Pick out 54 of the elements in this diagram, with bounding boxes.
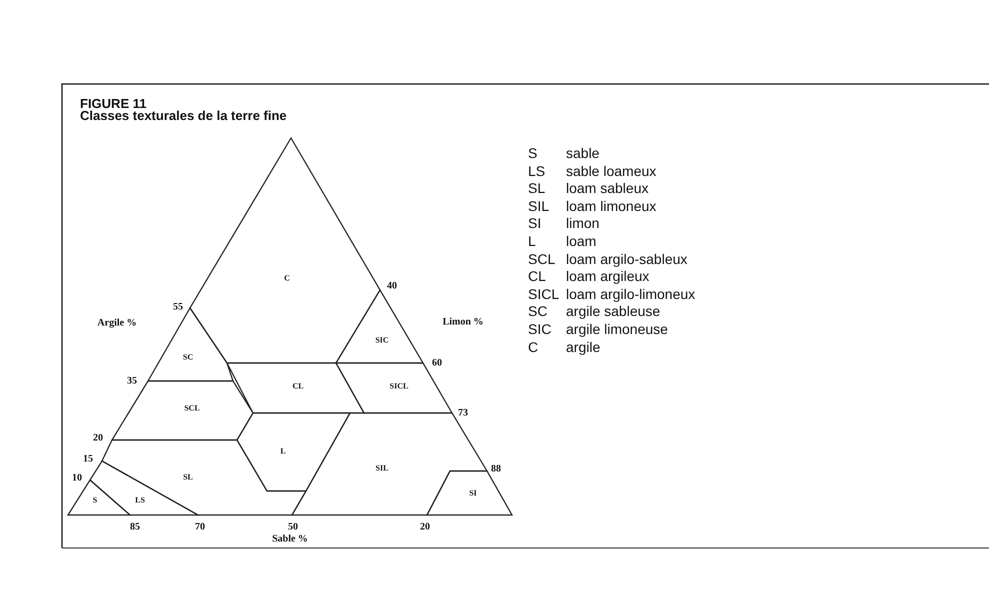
region-label: SICL [390,382,408,390]
legend-term: loam argilo-sableux [566,250,688,267]
tick-label: 50 [288,522,298,532]
region-label: SI [469,488,477,498]
axis-label: Limon % [442,316,484,328]
figure-title: Classes texturales de la terre fine [80,108,287,123]
legend-term: argile sableuse [566,303,660,320]
legend-code: SL [528,180,546,196]
legend-term: loam argileux [566,268,650,284]
legend-term: loam sableux [566,180,648,196]
legend-term: argile limoneuse [566,321,668,337]
legend-code: LS [528,162,546,179]
legend-code: S [528,145,538,161]
region-label: SCL [184,404,200,412]
axis-label: Argile % [97,318,137,328]
legend-code: CL [528,268,546,284]
tick-label: 15 [83,454,93,464]
legend-term: limon [566,215,600,232]
axis-label: Sable % [272,534,308,544]
region-label: C [284,274,290,282]
legend-code: SIC [528,321,552,337]
tick-label: 70 [195,522,205,532]
legend-term: sable [566,145,600,161]
region-label: SC [182,352,194,362]
tick-label: 73 [458,408,468,418]
legend-term: argile [566,338,600,355]
tick-label: 55 [173,302,183,312]
legend-term: loam argilo-limoneux [566,286,696,302]
legend-code: SI [528,215,542,232]
region-label: S [92,496,98,504]
tick-label: 20 [93,432,103,444]
region-label: CL [292,382,304,390]
tick-label: 35 [127,376,137,386]
region-label: SIL [376,464,388,472]
tick-label: 85 [130,522,140,532]
tick-label: 20 [420,522,430,532]
tick-label: 40 [387,280,397,292]
legend-term: sable loameux [566,162,656,179]
legend-code: L [528,233,536,249]
tick-label: 88 [491,464,501,474]
legend-code: C [528,338,538,355]
region-label: SIC [375,336,389,344]
region-label: LS [135,496,145,504]
legend-code: SIL [528,198,550,214]
legend-code: SC [528,303,548,320]
legend-code: SICL [528,286,560,302]
tick-label: 10 [72,472,82,484]
region-label: SL [183,472,193,482]
legend-term: loam [566,233,596,249]
figure-number: FIGURE 11 [80,96,146,111]
legend-code: SCL [528,250,556,267]
region-label: L [280,446,286,456]
legend-term: loam limoneux [566,198,656,214]
tick-label: 60 [432,358,442,368]
